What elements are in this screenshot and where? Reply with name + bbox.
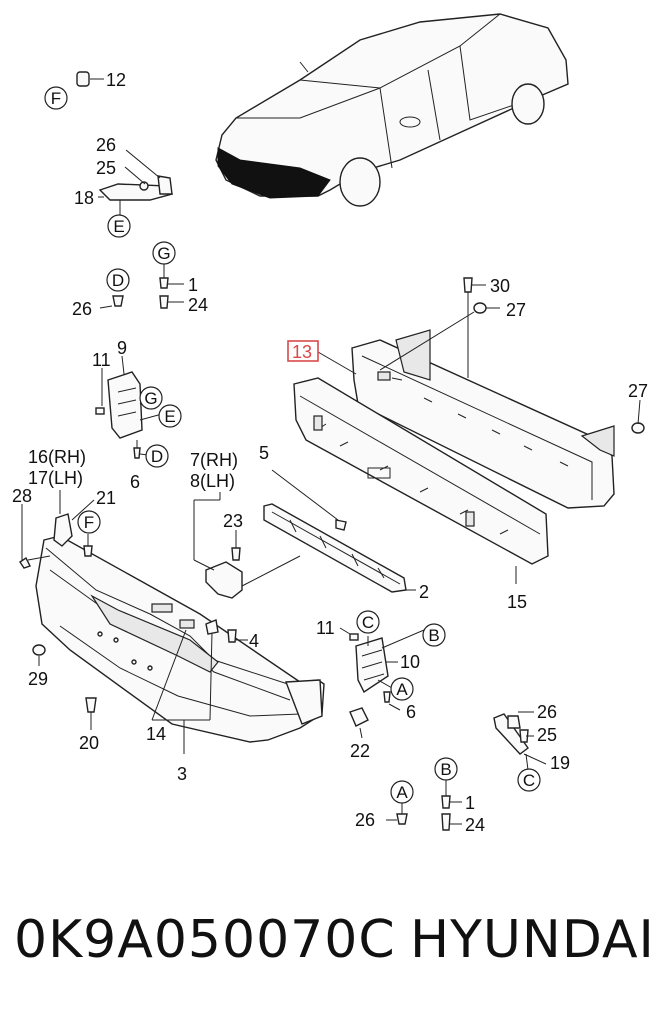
- callout-22: 22: [350, 741, 370, 761]
- callout-2: 2: [419, 582, 429, 602]
- callout-10: 10: [400, 652, 420, 672]
- callout-1-bottom: 1: [465, 793, 475, 813]
- callout-25-top: 25: [96, 158, 116, 178]
- svg-text:E: E: [164, 407, 175, 426]
- svg-text:D: D: [112, 271, 124, 290]
- callout-25-right: 25: [537, 725, 557, 745]
- footer: 0K9A050070C HYUNDAI: [0, 900, 666, 980]
- brand-name: HYUNDAI: [410, 910, 655, 970]
- callout-14: 14: [146, 724, 166, 744]
- callout-28: 28: [12, 486, 32, 506]
- part-number: 0K9A050070C: [14, 910, 396, 970]
- callout-26-right: 26: [537, 702, 557, 722]
- fastener-12: [76, 71, 104, 87]
- callout-13-box: [287, 340, 319, 362]
- callout-26-mid: 26: [72, 299, 92, 319]
- bolts-30-27: [379, 277, 645, 434]
- callout-23: 23: [223, 511, 243, 531]
- svg-text:G: G: [157, 244, 170, 263]
- callout-18: 18: [74, 188, 94, 208]
- ref-D-top: D: [106, 268, 130, 292]
- callout-7: 7(RH): [190, 450, 238, 470]
- svg-text:D: D: [151, 447, 163, 466]
- front-bumper-highlight: [217, 147, 331, 199]
- ref-A-mid: A: [390, 677, 414, 701]
- callout-29: 29: [28, 669, 48, 689]
- ref-F-top: F: [44, 86, 68, 110]
- side-retainers-16-17: [19, 490, 95, 569]
- callout-21: 21: [96, 488, 116, 508]
- svg-text:E: E: [113, 217, 124, 236]
- svg-text:C: C: [362, 613, 374, 632]
- callout-6-right: 6: [406, 702, 416, 722]
- car-illustration: [215, 13, 569, 207]
- fasteners-bottom: [386, 780, 462, 831]
- callout-11-left: 11: [92, 350, 111, 370]
- callout-16: 16(RH): [28, 447, 86, 467]
- svg-text:B: B: [428, 626, 439, 645]
- callout-12: 12: [106, 70, 126, 90]
- ref-B-mid: B: [422, 623, 446, 647]
- callout-26-bottom: 26: [355, 810, 375, 830]
- energy-absorber-13: [317, 329, 615, 509]
- ref-A-low: A: [390, 780, 414, 804]
- callout-27-top: 27: [506, 300, 526, 320]
- callout-11-right: 11: [316, 618, 335, 638]
- callout-20: 20: [79, 733, 99, 753]
- callout-1-top: 1: [188, 275, 198, 295]
- ref-G-top: G: [152, 241, 176, 265]
- callout-24-top: 24: [188, 295, 208, 315]
- callout-3: 3: [177, 764, 187, 784]
- callout-30: 30: [490, 276, 510, 296]
- misc-fasteners: [32, 619, 369, 739]
- reflector-bracket-7-8: [193, 492, 301, 599]
- bracket-18: [98, 149, 174, 218]
- svg-text:C: C: [523, 771, 535, 790]
- bracket-9: [95, 355, 163, 459]
- ref-G-mid: G: [139, 386, 163, 410]
- svg-text:F: F: [84, 513, 94, 532]
- callout-17: 17(LH): [28, 468, 83, 488]
- ref-E-top: E: [107, 214, 131, 238]
- ref-D-mid: D: [145, 444, 169, 468]
- callout-6-left: 6: [130, 472, 140, 492]
- callout-24-bottom: 24: [465, 815, 485, 835]
- svg-text:G: G: [144, 389, 157, 408]
- ref-F-mid: F: [77, 510, 101, 534]
- svg-text:F: F: [51, 89, 61, 108]
- beam-2: [263, 469, 416, 593]
- callout-13: 13: [292, 342, 312, 362]
- bracket-10: [339, 627, 425, 711]
- parts-diagram: F E G D G E D F C B A C B A 12 26 25 18 …: [12, 13, 648, 835]
- ref-C-low: C: [517, 768, 541, 792]
- ref-C-mid: C: [356, 610, 380, 634]
- callout-8: 8(LH): [190, 471, 235, 491]
- callout-15: 15: [507, 592, 527, 612]
- bracket-19: [493, 711, 547, 771]
- callout-26-top: 26: [96, 135, 116, 155]
- callout-19: 19: [550, 753, 570, 773]
- callout-9: 9: [117, 338, 127, 358]
- svg-text:B: B: [440, 760, 451, 779]
- fasteners-d-g: [99, 262, 184, 309]
- ref-E-mid: E: [158, 404, 182, 428]
- callout-5: 5: [259, 443, 269, 463]
- svg-text:A: A: [396, 680, 408, 699]
- callout-27-right: 27: [628, 381, 648, 401]
- bumper-cover-3: [35, 535, 325, 754]
- ref-B-low: B: [434, 757, 458, 781]
- rail-15: [293, 377, 549, 584]
- callout-4: 4: [249, 631, 259, 651]
- svg-text:A: A: [396, 783, 408, 802]
